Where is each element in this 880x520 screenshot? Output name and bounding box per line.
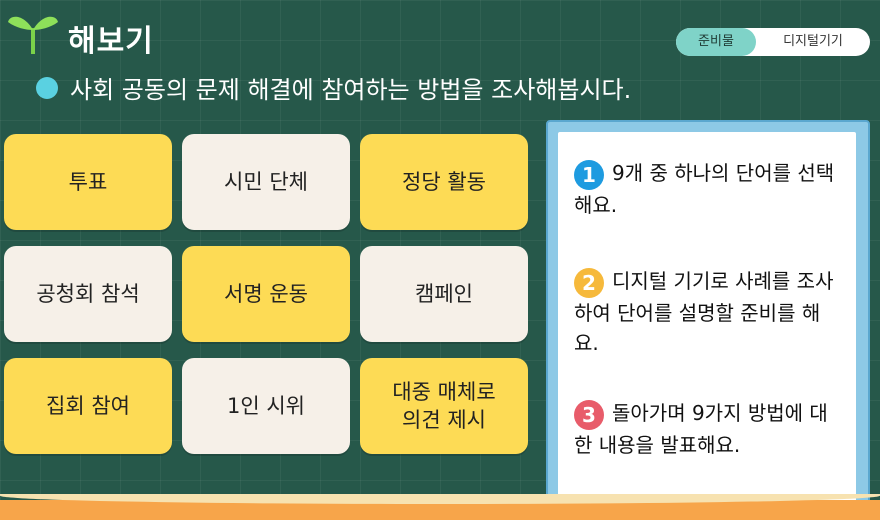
materials-label: 준비물 xyxy=(676,28,756,56)
word-tile[interactable]: 서명 운동 xyxy=(182,246,350,342)
step-text: 돌아가며 9가지 방법에 대한 내용을 발표해요. xyxy=(574,401,828,457)
step-number-3: 3 xyxy=(574,399,604,430)
instruction: 사회 공동의 문제 해결에 참여하는 방법을 조사해봅시다. xyxy=(36,70,631,105)
word-tile[interactable]: 정당 활동 xyxy=(360,134,528,230)
materials-badge: 준비물 디지털기기 xyxy=(676,28,870,56)
word-tile[interactable]: 캠페인 xyxy=(360,246,528,342)
page-title: 해보기 xyxy=(68,24,154,59)
materials-value: 디지털기기 xyxy=(783,34,843,49)
step-text: 9개 중 하나의 단어를 선택해요. xyxy=(574,161,835,217)
word-tile[interactable]: 시민 단체 xyxy=(182,134,350,230)
step-number-1: 1 xyxy=(574,159,604,190)
bullet-dot-icon xyxy=(36,76,58,99)
word-tile[interactable]: 대중 매체로 의견 제시 xyxy=(360,358,528,454)
word-tile[interactable]: 집회 참여 xyxy=(4,358,172,454)
step-number-2: 2 xyxy=(574,267,604,298)
word-tile[interactable]: 공청회 참석 xyxy=(4,246,172,342)
instruction-text: 사회 공동의 문제 해결에 참여하는 방법을 조사해봅시다. xyxy=(70,76,632,104)
step-text: 디지털 기기로 사례를 조사하여 단어를 설명할 준비를 해요. xyxy=(574,269,834,355)
word-tile[interactable]: 투표 xyxy=(4,134,172,230)
word-tile[interactable]: 1인 시위 xyxy=(182,358,350,454)
sprout-icon xyxy=(8,16,58,54)
bottom-decoration xyxy=(0,494,880,520)
